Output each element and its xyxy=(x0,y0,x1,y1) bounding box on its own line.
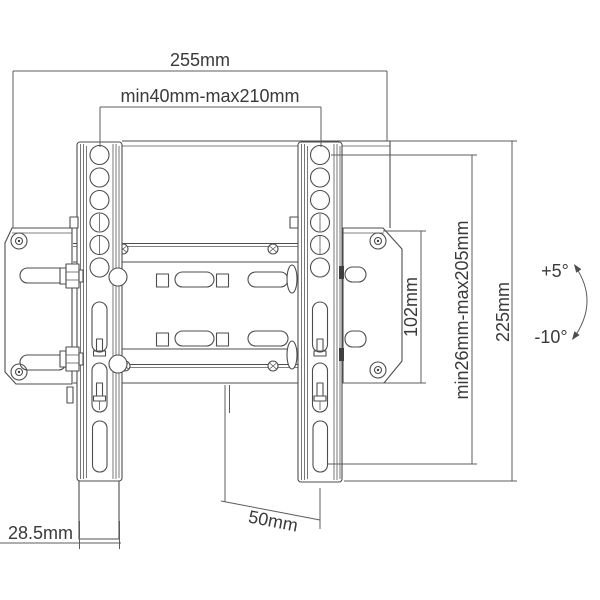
vesa-slot-row xyxy=(155,271,289,347)
hex-bolt xyxy=(59,263,84,289)
rail-bottom-tab xyxy=(78,480,120,540)
spring-latch xyxy=(286,264,298,294)
dimension-overall-width: 255mm xyxy=(12,50,388,228)
tilt-arrow-up-icon xyxy=(574,264,582,273)
bottom-width-label: 28.5mm xyxy=(8,523,73,543)
dimension-overall-height: 225mm xyxy=(344,140,517,482)
tilt-annotation: +5° -10° xyxy=(534,261,588,347)
left-end-cap xyxy=(4,227,74,404)
overall-width-label: 255mm xyxy=(170,50,230,70)
lock-pin xyxy=(339,348,344,361)
hex-bolt xyxy=(59,346,84,372)
lock-pin xyxy=(339,266,344,279)
rail-slots xyxy=(311,301,329,473)
dimension-mount-width-range: min40mm-max210mm xyxy=(99,86,322,147)
tilt-down-label: -10° xyxy=(534,327,567,347)
cap-slot xyxy=(344,330,367,348)
channel-screw xyxy=(117,243,279,372)
dimension-mount-height-range: min26mm-max205mm xyxy=(327,154,477,465)
mount-width-range-label: min40mm-max210mm xyxy=(120,86,299,106)
left-rail xyxy=(69,141,123,540)
rail-holes xyxy=(89,144,110,278)
right-rail xyxy=(289,141,343,483)
right-end-cap xyxy=(342,227,403,384)
overall-height-label: 225mm xyxy=(493,282,513,342)
dimension-plate-height: 102mm xyxy=(343,230,426,384)
dimension-bottom-width: 28.5mm xyxy=(0,521,121,549)
tilt-arrow-down-icon xyxy=(572,331,580,340)
spring-latch xyxy=(108,267,128,287)
rail-holes xyxy=(309,144,331,278)
latch-details xyxy=(59,263,344,374)
spring-latch xyxy=(286,340,298,370)
cap-screw xyxy=(10,232,28,381)
plate-height-label: 102mm xyxy=(401,277,421,337)
tilt-arc xyxy=(572,265,588,340)
spring-latch xyxy=(108,354,128,374)
cap-slot xyxy=(344,266,367,283)
cap-screw xyxy=(369,232,387,379)
rail-hook-notch xyxy=(289,216,299,229)
rail-slots xyxy=(91,301,108,473)
tilt-up-label: +5° xyxy=(541,261,569,281)
rail-hook-notch xyxy=(69,216,79,229)
cap-tab xyxy=(66,386,74,404)
bottom-offset-label: 50mm xyxy=(247,507,300,536)
mount-height-range-label: min26mm-max205mm xyxy=(452,220,472,399)
